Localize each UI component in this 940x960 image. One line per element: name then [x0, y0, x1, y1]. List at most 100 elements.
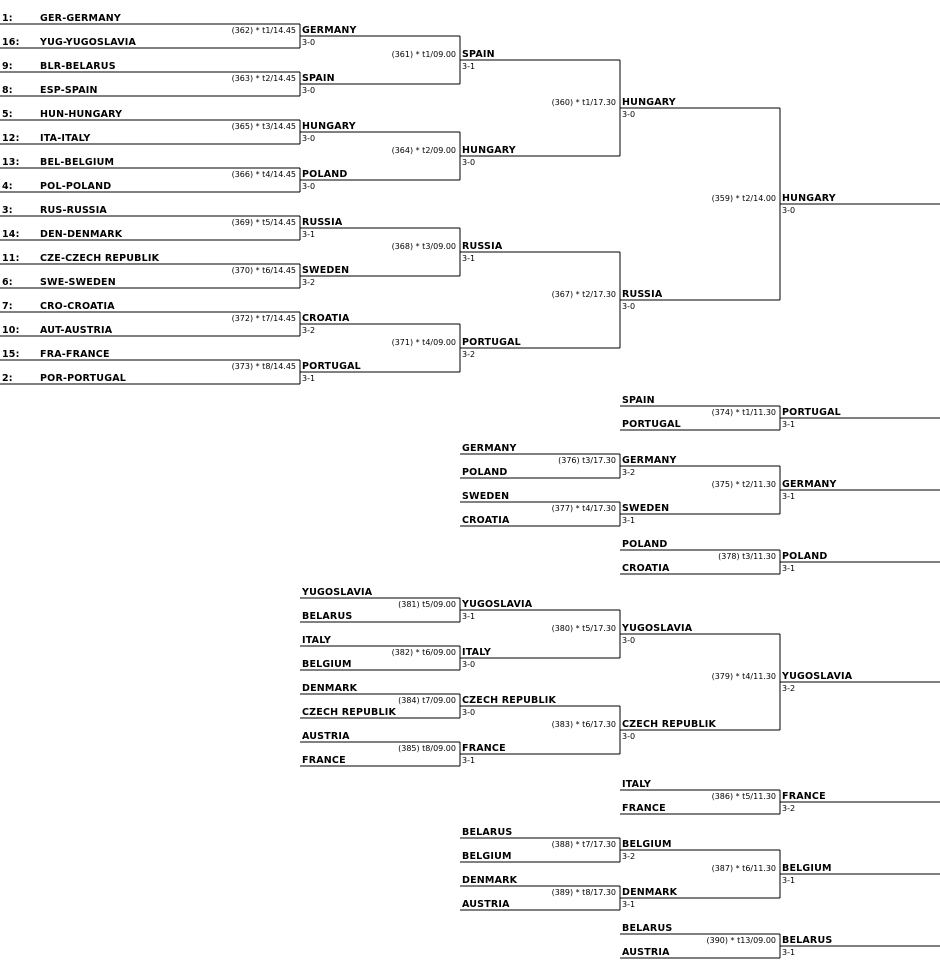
winner-name: HUNGARY: [462, 145, 516, 156]
seed-number: 6:: [2, 277, 13, 288]
match-score: 3-0: [462, 158, 475, 167]
team-name: DENMARK: [302, 683, 358, 694]
match-score: 3-1: [462, 254, 475, 263]
seed-number: 14:: [2, 229, 20, 240]
match-info: (376) t3/17.30: [558, 456, 616, 465]
seed-number: 11:: [2, 253, 20, 264]
seed-number: 5:: [2, 109, 13, 120]
winner-name: RUSSIA: [462, 241, 503, 252]
match-score: 3-2: [622, 468, 635, 477]
seed-team: POL-POLAND: [40, 181, 111, 192]
match-info: (375) * t2/11.30: [712, 480, 776, 489]
match-info: (390) * t13/09.00: [706, 936, 776, 945]
winner-name: FRANCE: [782, 791, 826, 802]
match-score: 3-2: [302, 326, 315, 335]
match-score: 3-1: [622, 900, 635, 909]
match-info: (363) * t2/14.45: [232, 74, 296, 83]
match-info: (373) * t8/14.45: [232, 362, 296, 371]
match-info: (374) * t1/11.30: [712, 408, 776, 417]
match-score: 3-1: [462, 612, 475, 621]
seed-number: 4:: [2, 181, 13, 192]
team-name: CZECH REPUBLIK: [302, 707, 396, 718]
match-score: 3-1: [782, 492, 795, 501]
team-name: ITALY: [302, 635, 331, 646]
match-info: (383) * t6/17.30: [552, 720, 616, 729]
match-score: 3-1: [302, 230, 315, 239]
seed-team: CZE-CZECH REPUBLIK: [40, 253, 160, 264]
winner-name: GERMANY: [782, 479, 837, 490]
match-score: 3-1: [782, 948, 795, 957]
match-info: (387) * t6/11.30: [712, 864, 776, 873]
match-info: (380) * t5/17.30: [552, 624, 616, 633]
match-info: (370) * t6/14.45: [232, 266, 296, 275]
team-name: AUSTRIA: [622, 947, 670, 958]
match-info: (367) * t2/17.30: [552, 290, 616, 299]
winner-name: GERMANY: [622, 455, 677, 466]
match-score: 3-1: [462, 62, 475, 71]
match-score: 3-1: [782, 876, 795, 885]
winner-name: BELGIUM: [622, 839, 672, 850]
team-name: AUSTRIA: [302, 731, 350, 742]
team-name: YUGOSLAVIA: [301, 587, 373, 598]
seed-team: YUG-YUGOSLAVIA: [39, 37, 136, 48]
seed-team: HUN-HUNGARY: [40, 109, 122, 120]
team-name: ITALY: [622, 779, 651, 790]
match-score: 3-0: [782, 206, 795, 215]
winner-name: CZECH REPUBLIK: [622, 719, 716, 730]
winner-name: POLAND: [302, 169, 347, 180]
winner-name: PORTUGAL: [462, 337, 521, 348]
winner-name: CROATIA: [302, 313, 350, 324]
match-info: (379) * t4/11.30: [712, 672, 776, 681]
match-score: 3-2: [782, 804, 795, 813]
winner-name: HUNGARY: [782, 193, 836, 204]
winner-name: SWEDEN: [302, 265, 349, 276]
winner-name: BELARUS: [782, 935, 832, 946]
match-score: 3-1: [622, 516, 635, 525]
match-score: 3-0: [622, 302, 635, 311]
team-name: GERMANY: [462, 443, 517, 454]
team-name: FRANCE: [622, 803, 666, 814]
seed-team: GER-GERMANY: [40, 13, 121, 24]
team-name: PORTUGAL: [622, 419, 681, 430]
winner-name: FRANCE: [462, 743, 506, 754]
seed-team: AUT-AUSTRIA: [40, 325, 113, 336]
match-info: (371) * t4/09.00: [392, 338, 456, 347]
winner-name: BELGIUM: [782, 863, 832, 874]
seed-team: SWE-SWEDEN: [40, 277, 116, 288]
match-info: (368) * t3/09.00: [392, 242, 456, 251]
match-score: 3-0: [622, 636, 635, 645]
seed-number: 10:: [2, 325, 20, 336]
team-name: DENMARK: [462, 875, 518, 886]
seed-team: ESP-SPAIN: [40, 85, 98, 96]
seed-number: 15:: [2, 349, 20, 360]
match-info: (361) * t1/09.00: [392, 50, 456, 59]
seed-number: 8:: [2, 85, 13, 96]
seed-number: 13:: [2, 157, 20, 168]
winner-name: YUGOSLAVIA: [621, 623, 693, 634]
team-name: BELARUS: [622, 923, 672, 934]
match-info: (377) * t4/17.30: [552, 504, 616, 513]
match-info: (385) t8/09.00: [398, 744, 456, 753]
match-info: (365) * t3/14.45: [232, 122, 296, 131]
winner-name: SPAIN: [302, 73, 335, 84]
seed-team: POR-PORTUGAL: [40, 373, 126, 384]
seed-number: 7:: [2, 301, 13, 312]
match-score: 3-0: [462, 708, 475, 717]
seed-number: 12:: [2, 133, 20, 144]
seed-team: ITA-ITALY: [40, 133, 90, 144]
seed-team: BEL-BELGIUM: [40, 157, 114, 168]
match-score: 3-1: [782, 420, 795, 429]
match-score: 3-0: [302, 86, 315, 95]
winner-name: CZECH REPUBLIK: [462, 695, 556, 706]
match-score: 3-0: [302, 134, 315, 143]
match-score: 3-1: [782, 564, 795, 573]
match-score: 3-2: [782, 684, 795, 693]
team-name: POLAND: [622, 539, 667, 550]
match-info: (369) * t5/14.45: [232, 218, 296, 227]
seed-number: 9:: [2, 61, 13, 72]
match-info: (364) * t2/09.00: [392, 146, 456, 155]
team-name: SWEDEN: [462, 491, 509, 502]
match-info: (389) * t8/17.30: [552, 888, 616, 897]
match-info: (366) * t4/14.45: [232, 170, 296, 179]
